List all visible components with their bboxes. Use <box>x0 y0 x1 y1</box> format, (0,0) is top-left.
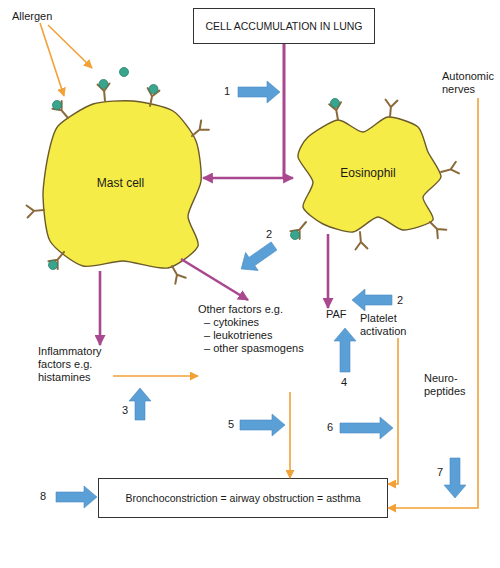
node-text: CELL ACCUMULATION IN LUNG <box>206 20 363 33</box>
node-text: Bronchoconstriction = airway obstruction… <box>125 492 360 505</box>
allergen-group <box>49 68 340 270</box>
allergen-particle <box>149 85 158 94</box>
cell-shape <box>298 117 441 232</box>
intervention-arrow <box>129 388 151 420</box>
receptor-symbol <box>290 218 310 239</box>
receptor-symbol <box>144 88 159 107</box>
node-text: Inflammatory factors e.g. histamines <box>38 345 113 384</box>
receptor-symbol <box>167 263 186 284</box>
intervention-group <box>56 81 466 508</box>
callout-number: 3 <box>122 404 128 417</box>
intervention-arrow <box>238 81 280 103</box>
mediator-label: PAF <box>326 308 354 321</box>
edge-label: Neuro- peptides <box>424 372 472 398</box>
callout-number: 4 <box>341 376 347 389</box>
receptor-symbol <box>48 248 68 269</box>
callout-number: 7 <box>437 466 443 479</box>
intervention-arrow <box>240 414 285 436</box>
intervention-arrow <box>340 417 393 439</box>
callout-number: 5 <box>228 418 234 431</box>
intervention-arrow <box>56 486 97 508</box>
mast-cell: Mast cell <box>38 96 203 271</box>
flow-arrow <box>181 259 248 300</box>
receptor-symbol <box>27 204 45 217</box>
receptor-symbol <box>329 102 344 121</box>
flow-arrow <box>289 392 291 478</box>
mediator-label: Inflammatory factors e.g. histamines <box>38 345 113 384</box>
mediator-list: Other factors e.g.– cytokines– leukotrie… <box>198 300 313 392</box>
allergen-particle <box>331 99 340 108</box>
receptor-symbol <box>426 218 447 239</box>
node-text: Autonomic nerves <box>442 70 500 96</box>
cell-shape <box>43 101 201 269</box>
node-text: Platelet activation <box>360 312 430 338</box>
allergen-particle <box>49 261 58 270</box>
receptor-group <box>27 84 459 284</box>
node-text: – other spasmogens <box>198 342 313 355</box>
callout-number: 2 <box>397 294 403 307</box>
flow-arrow <box>388 338 398 484</box>
intervention-arrow <box>235 237 280 278</box>
flow-arrow <box>203 44 284 178</box>
flow-arrow <box>388 98 478 508</box>
callout-number: 2 <box>266 228 272 241</box>
callout-number: 1 <box>224 85 230 98</box>
flow-arrow <box>284 44 293 178</box>
allergen-arrow <box>48 25 92 68</box>
allergen-particle <box>291 231 300 240</box>
callout-number: 6 <box>327 421 333 434</box>
outcome-box: Bronchoconstriction = airway obstruction… <box>98 478 388 518</box>
flow-arrow <box>113 375 198 377</box>
node-text: Other factors e.g. <box>198 303 313 316</box>
node-text: – leukotrienes <box>198 329 313 342</box>
eosinophil-cell: Eosinophil <box>293 112 443 234</box>
allergen-label: Allergen <box>12 10 62 23</box>
node-text: PAF <box>326 308 354 321</box>
receptor-symbol <box>188 120 209 140</box>
receptor-symbol <box>354 231 367 249</box>
intervention-arrow <box>444 458 466 498</box>
source-label: Autonomic nerves <box>442 70 500 96</box>
node-text: – cytokines <box>198 316 313 329</box>
allergen-particle <box>99 80 108 89</box>
callout-number: 8 <box>40 490 46 503</box>
intervention-arrow <box>352 289 392 311</box>
receptor-symbol <box>384 100 397 118</box>
receptor-symbol <box>98 84 111 102</box>
node-text: Mast cell <box>97 177 144 190</box>
allergen-particle <box>53 101 62 110</box>
flow-arrow <box>40 23 64 96</box>
connector-group <box>40 23 478 508</box>
allergen-particle <box>120 68 129 77</box>
title-box: CELL ACCUMULATION IN LUNG <box>193 8 375 44</box>
intervention-arrow <box>334 328 356 372</box>
receptor-symbol <box>439 162 459 178</box>
receptor-symbol <box>52 101 72 122</box>
flow-arrow <box>99 271 102 345</box>
node-text: Allergen <box>12 10 62 23</box>
flow-arrow <box>327 234 330 308</box>
node-text: Eosinophil <box>340 167 395 180</box>
process-label: Platelet activation <box>360 312 430 338</box>
